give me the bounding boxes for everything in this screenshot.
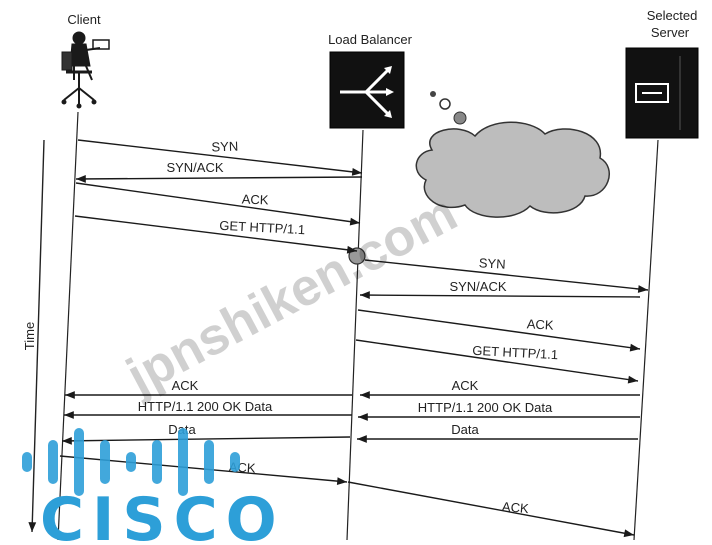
- cisco-logo-bar: [22, 452, 32, 472]
- message-arrow: [75, 182, 361, 226]
- message-arrow: [357, 309, 641, 352]
- message-arrow: [347, 481, 635, 538]
- message-label: ACK: [242, 192, 270, 208]
- cisco-logo-bar: [126, 452, 136, 472]
- message-arrow: [355, 339, 639, 384]
- message-arrow: [359, 291, 641, 299]
- cisco-logo-bar: [48, 440, 58, 484]
- load-balancer-lifeline: [346, 129, 364, 541]
- message-label: GET HTTP/1.1: [472, 343, 558, 362]
- cisco-logo-bar: [178, 428, 188, 496]
- message-label: ACK: [501, 499, 529, 516]
- server-icon: [625, 47, 699, 139]
- time-axis-label: Time: [22, 322, 37, 350]
- cisco-logo-bar: [152, 440, 162, 484]
- cisco-logo: CISCO: [22, 428, 285, 545]
- cisco-logo-bar: [74, 428, 84, 496]
- load-balancer-icon: [329, 51, 405, 129]
- cisco-logo-bar: [230, 452, 240, 472]
- server-label-line1: Selected: [647, 8, 698, 23]
- message-arrow: [75, 175, 363, 183]
- message-label: Data: [451, 422, 479, 437]
- cisco-logo-bar: [100, 440, 110, 484]
- message-label: ACK: [452, 378, 479, 393]
- message-label: HTTP/1.1 200 OK Data: [138, 399, 273, 414]
- message-arrow: [364, 259, 649, 293]
- client-label: Client: [67, 12, 101, 27]
- message-arrow: [77, 139, 363, 176]
- message-label: SYN/ACK: [449, 279, 506, 294]
- server-label-line2: Server: [651, 25, 690, 40]
- message-label: GET HTTP/1.1: [219, 218, 305, 237]
- message-arrow: [74, 215, 358, 254]
- thought-cloud-icon: [415, 91, 610, 218]
- message-label: SYN: [211, 139, 238, 155]
- message-label: HTTP/1.1 200 OK Data: [418, 400, 553, 415]
- message-label: SYN: [478, 255, 505, 271]
- message-label: ACK: [526, 316, 554, 332]
- server-lifeline: [633, 139, 659, 541]
- time-axis-arrow: [28, 139, 45, 533]
- message-label: SYN/ACK: [166, 160, 223, 175]
- message-arrow: [61, 436, 351, 445]
- load-balancer-label: Load Balancer: [328, 32, 413, 47]
- cisco-logo-text: CISCO: [40, 485, 285, 545]
- client-lifeline: [57, 111, 79, 541]
- message-label: ACK: [172, 378, 199, 393]
- client-person-icon: [61, 31, 110, 109]
- cisco-logo-bar: [204, 440, 214, 484]
- cisco-logo-bars: [22, 428, 240, 496]
